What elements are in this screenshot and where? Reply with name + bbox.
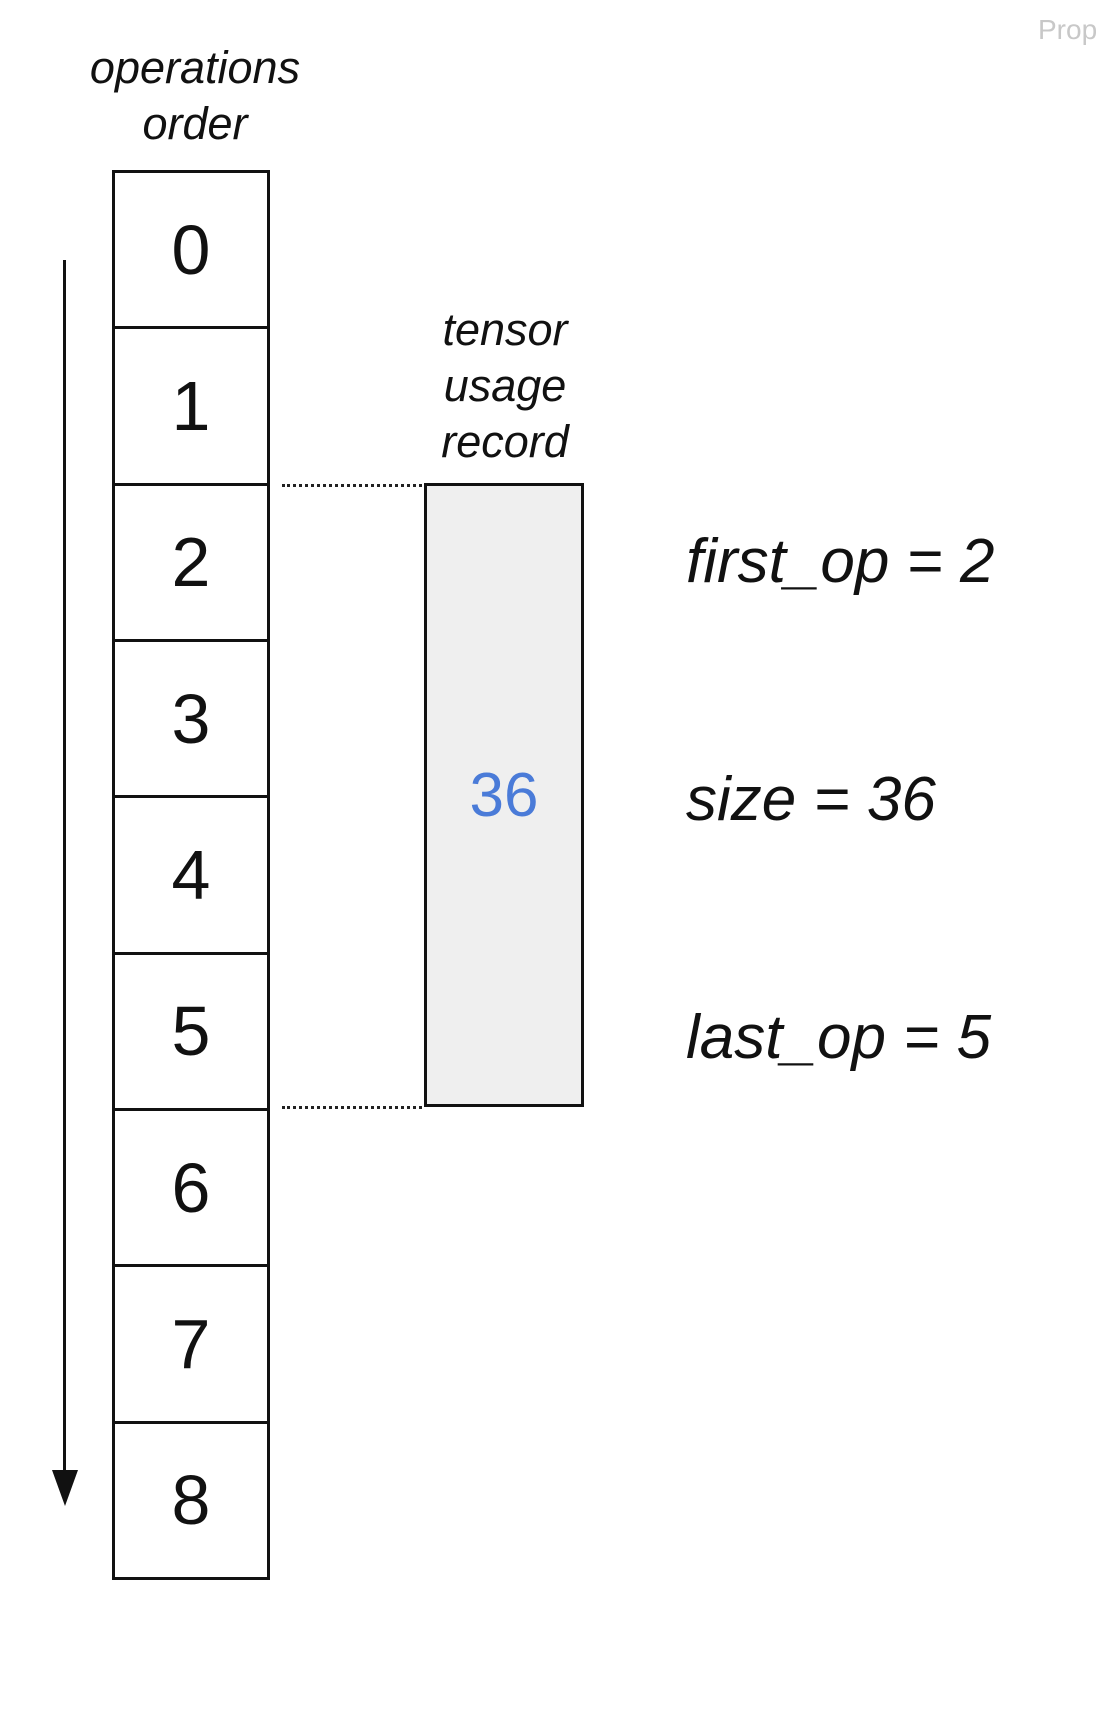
operation-cell: 1 (115, 329, 267, 486)
record-size-value: 36 (469, 760, 539, 830)
operation-cell: 8 (171, 1461, 211, 1540)
operation-cell: 0 (115, 173, 267, 330)
operation-cell: 2 (115, 486, 267, 642)
watermark-text: Prop (1038, 14, 1098, 45)
operation-cell: 3 (115, 642, 267, 799)
operation-cell: 5 (115, 955, 267, 1111)
last-op-label: last_op = 5 (686, 1003, 992, 1072)
tensor-usage-record-heading: tensor usage record (380, 302, 630, 470)
record-heading-line2: usage (443, 360, 567, 411)
size-label: size = 36 (686, 765, 936, 834)
record-heading-line3: record (441, 416, 569, 467)
first-op-connector-dots (282, 484, 422, 487)
order-arrow-down-icon (52, 1470, 78, 1506)
first-op-label: first_op = 2 (686, 527, 995, 596)
operations-heading-line2: order (142, 98, 248, 149)
tensor-usage-record-box: 36 (424, 483, 584, 1107)
operations-column: 0 1 2 3 4 5 6 7 8 (112, 170, 270, 1580)
operation-cell: 4 (115, 798, 267, 955)
record-heading-line1: tensor (442, 304, 568, 355)
order-arrow-shaft (63, 260, 66, 1470)
operations-order-heading: operations order (60, 40, 330, 152)
operations-heading-line1: operations (89, 42, 301, 93)
operation-cell: 7 (115, 1267, 267, 1424)
operation-cell: 6 (115, 1111, 267, 1268)
last-op-connector-dots (282, 1106, 422, 1109)
